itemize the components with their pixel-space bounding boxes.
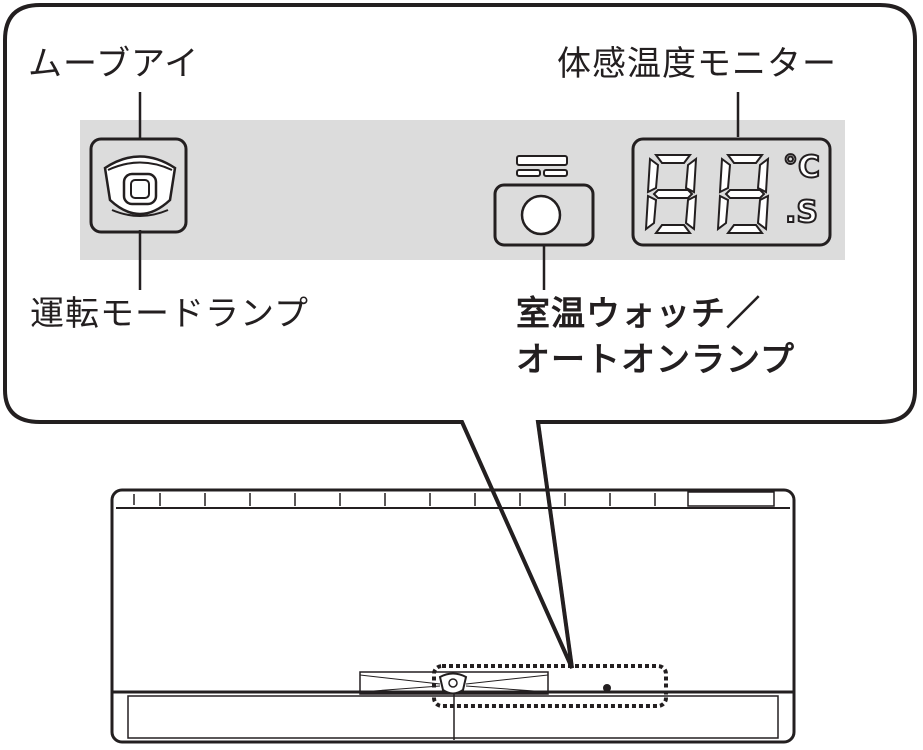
display-panel — [80, 120, 845, 260]
digit-segment — [684, 194, 698, 231]
digit-segment — [654, 154, 692, 164]
highlight-dotted-frame — [432, 664, 668, 708]
celsius-unit: °C — [782, 150, 821, 185]
digit-segment — [644, 194, 658, 232]
digit-segment — [756, 156, 770, 194]
room-temp-watch-lamp — [493, 155, 595, 247]
move-eye-icon — [89, 137, 188, 234]
digit-segment — [756, 194, 770, 231]
digit-segment — [726, 224, 764, 234]
move-eye-label: ムーブアイ — [28, 44, 200, 84]
digit-segment — [652, 189, 694, 199]
digit-segment — [646, 157, 660, 194]
digit-segment — [654, 224, 692, 234]
room-temp-watch-label-line1: 室温ウォッチ／ — [516, 294, 761, 334]
digit-segment — [684, 156, 698, 194]
callout-bubble — [3, 3, 917, 669]
digit-segment — [726, 154, 764, 164]
operation-mode-lamp-label: 運転モードランプ — [30, 294, 309, 334]
indoor-unit — [110, 488, 796, 744]
sensory-temp-monitor-label: 体感温度モニター — [557, 44, 837, 84]
digit-segment — [718, 157, 732, 194]
seven-segment-digits — [644, 154, 770, 234]
temp-monitor-frame — [631, 137, 832, 247]
digit-segment — [724, 189, 766, 199]
seconds-unit: .S — [784, 195, 819, 230]
room-temp-watch-label-line2: オートオンランプ — [516, 340, 795, 380]
digit-segment — [716, 194, 730, 232]
